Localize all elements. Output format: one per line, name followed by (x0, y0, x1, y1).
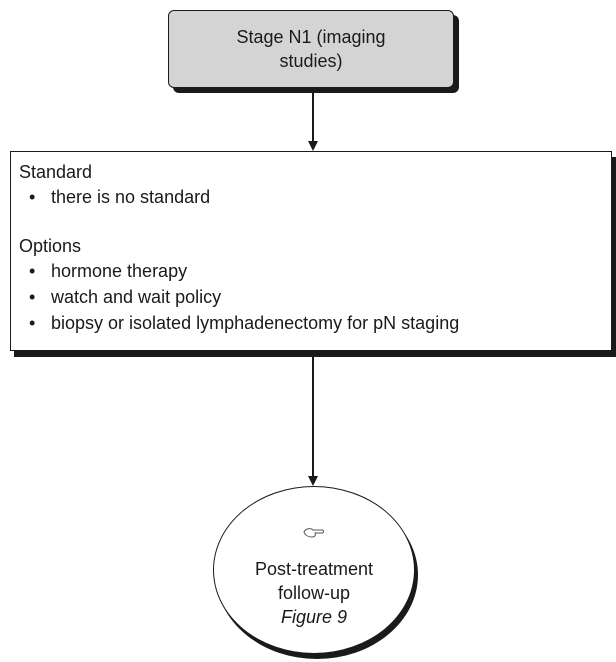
standard-item: • there is no standard (29, 185, 210, 210)
standard-heading: Standard (19, 162, 93, 182)
bullet-icon: • (29, 287, 36, 307)
options-item: • watch and wait policy (29, 285, 221, 310)
options-item: • biopsy or isolated lymphadenectomy for … (29, 311, 459, 336)
stage-n1-label: Stage N1 (imaging studies) (211, 25, 411, 73)
options-item-text: watch and wait policy (51, 287, 222, 307)
figure-reference: Figure 9 (280, 607, 348, 627)
followup-label-line2: follow-up (277, 583, 351, 603)
options-item-text: biopsy or isolated lymphadenectomy for p… (51, 313, 460, 333)
followup-node: Post-treatment follow-up Figure 9 (213, 486, 415, 654)
standard-item-text: there is no standard (51, 187, 211, 207)
options-item: • hormone therapy (29, 259, 187, 284)
followup-label: Post-treatment follow-up Figure 9 (214, 557, 414, 629)
treatment-node: Standard • there is no standard Options •… (10, 151, 612, 351)
stage-n1-label-line2: studies) (279, 51, 343, 71)
bullet-icon: • (29, 187, 36, 207)
followup-label-line1: Post-treatment (254, 559, 374, 579)
bullet-icon: • (29, 261, 36, 281)
stage-n1-node: Stage N1 (imaging studies) (168, 10, 454, 88)
options-heading: Options (19, 236, 82, 256)
bullet-icon: • (29, 313, 36, 333)
options-item-text: hormone therapy (51, 261, 188, 281)
stage-n1-label-line1: Stage N1 (imaging (236, 27, 386, 47)
pointing-hand-icon (214, 523, 414, 547)
